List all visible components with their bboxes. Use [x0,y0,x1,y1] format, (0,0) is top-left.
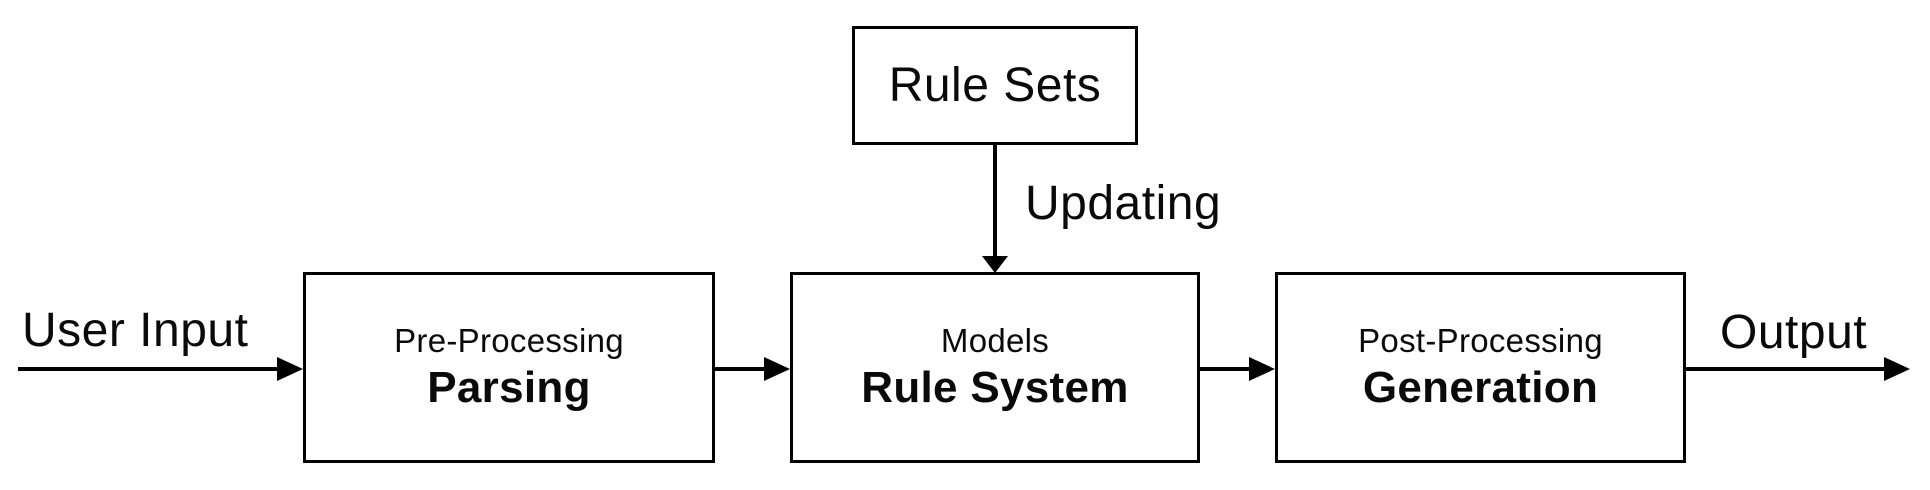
user-input-arrowhead-right-icon [277,357,303,381]
output-edge-label: Output [1720,306,1868,359]
node-preprocessing: Pre-Processing Parsing [303,272,715,463]
user-input-arrow-line [18,367,278,371]
rulesystem-to-generation-arrowhead-right-icon [1249,357,1275,381]
node-rule-system-subtitle: Models [940,322,1050,360]
parsing-to-rulesystem-arrowhead-right-icon [764,357,790,381]
node-generation: Post-Processing Generation [1275,272,1686,463]
node-preprocessing-subtitle: Pre-Processing [394,322,624,360]
node-rule-system-title: Rule System [861,362,1129,412]
updating-arrowhead-down-icon [982,256,1008,273]
node-rule-system: Models Rule System [790,272,1200,463]
node-rule-sets: Rule Sets [852,26,1138,145]
output-arrowhead-right-icon [1884,357,1910,381]
updating-edge-label: Updating [1025,177,1222,230]
node-preprocessing-title: Parsing [427,362,591,412]
node-generation-subtitle: Post-Processing [1358,322,1603,360]
updating-arrow-line [993,145,997,257]
rulesystem-to-generation-arrow-line [1200,367,1250,371]
node-generation-title: Generation [1362,362,1599,412]
parsing-to-rulesystem-arrow-line [715,367,765,371]
output-arrow-line [1686,367,1886,371]
user-input-edge-label: User Input [22,304,249,357]
node-rule-sets-label: Rule Sets [888,59,1102,112]
